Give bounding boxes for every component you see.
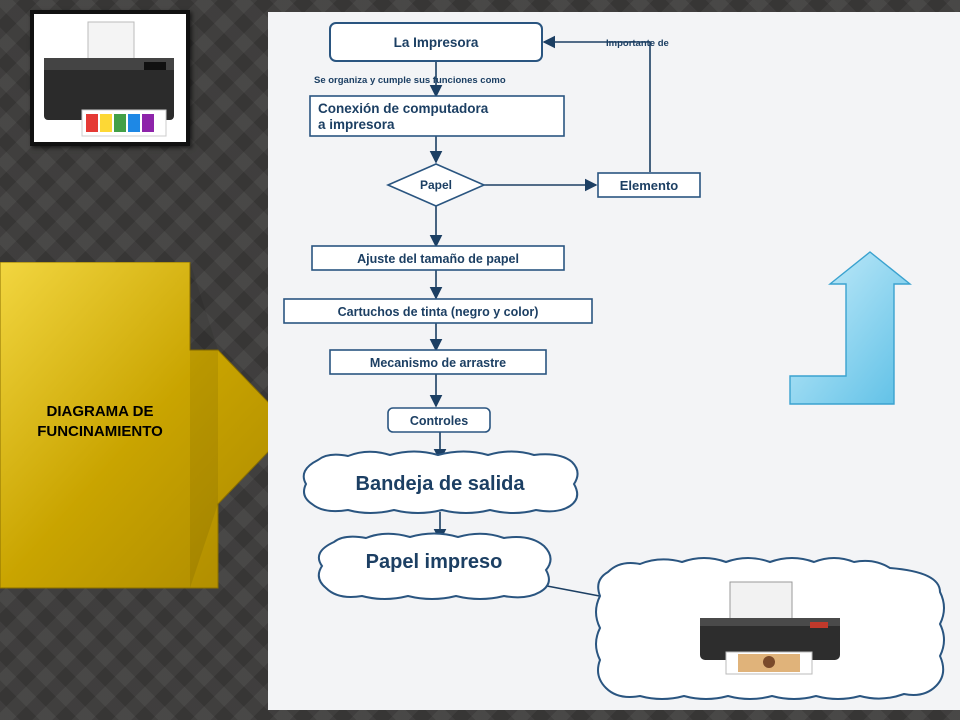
node-impresora-label: La Impresora <box>394 35 479 50</box>
node-papel-impreso <box>317 532 552 600</box>
node-cartuchos-label: Cartuchos de tinta (negro y color) <box>338 305 539 319</box>
flowchart: Se organiza y cumple sus funciones como … <box>283 22 945 700</box>
blue-return-arrow <box>789 251 912 405</box>
node-ajuste <box>311 245 565 271</box>
node-cartuchos <box>283 298 593 324</box>
node-papel-decision <box>386 163 486 207</box>
printer-icon <box>44 21 174 137</box>
diagram-title-label: DIAGRAMA DE FUNCINAMIENTO <box>10 402 190 442</box>
edge-elemento-impresora <box>542 35 651 172</box>
printer-icon <box>700 581 840 675</box>
node-conexion <box>309 95 565 137</box>
node-ajuste-label: Ajuste del tamaño de papel <box>357 252 519 266</box>
node-bandeja-label: Bandeja de salida <box>356 473 526 495</box>
node-mecanismo-label: Mecanismo de arrastre <box>370 356 506 370</box>
edge-label-organiza: Se organiza y cumple sus funciones como <box>314 75 506 86</box>
node-bandeja <box>302 450 579 514</box>
node-mecanismo <box>329 349 547 375</box>
node-impresora <box>329 22 543 62</box>
node-controles-label: Controles <box>410 414 468 428</box>
node-conexion-label-2: a impresora <box>318 117 395 132</box>
printer-photo-left <box>30 10 190 146</box>
node-elemento-label: Elemento <box>620 178 679 193</box>
diagram-title-line1: DIAGRAMA DE <box>46 403 154 420</box>
node-papel-label: Papel <box>420 178 452 192</box>
edge-label-importante: Importante de <box>606 38 669 49</box>
gold-arrow-shape <box>0 262 293 589</box>
node-controles <box>387 407 491 433</box>
node-conexion-label-1: Conexión de computadora <box>318 101 489 116</box>
diagram-title-line2: FUNCINAMIENTO <box>37 423 163 440</box>
node-papel-impreso-label: Papel impreso <box>366 551 503 573</box>
node-elemento <box>597 172 701 198</box>
